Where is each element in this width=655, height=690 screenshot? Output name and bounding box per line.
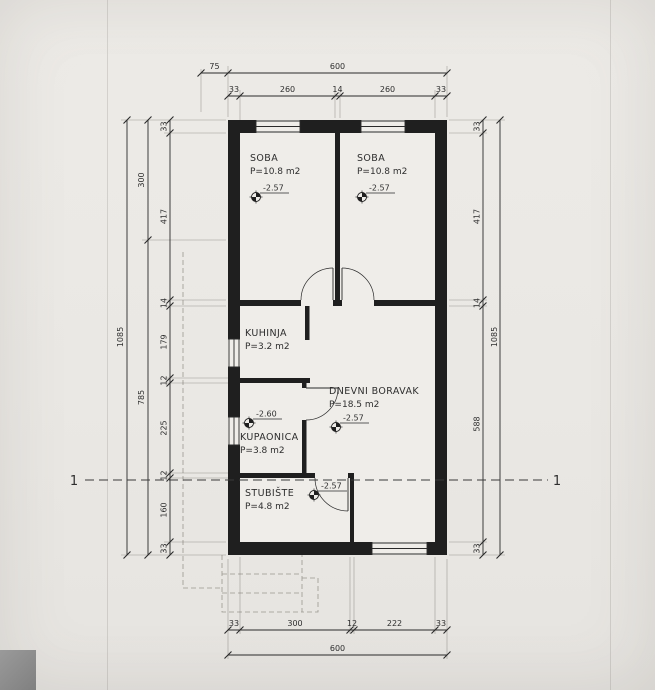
room-area: P=18.5 m2 (329, 400, 379, 410)
dim-left-mid: 300 785 (137, 116, 152, 559)
dim-label: 14 (160, 298, 169, 308)
level-marker-icon: -2.60 (242, 410, 282, 430)
room-area: P=10.8 m2 (250, 167, 300, 177)
room-area: P=10.8 m2 (357, 167, 407, 177)
dim-label: 33 (473, 543, 482, 553)
room-area: P=3.2 m2 (245, 342, 290, 352)
dim-label: 33 (160, 543, 169, 553)
room-label-stubiste: STUBIŠTE P=4.8 m2 (245, 487, 294, 512)
level-value: -2.57 (369, 184, 390, 193)
window-kuhinja (228, 338, 240, 368)
dim-label: 33 (473, 121, 482, 131)
dim-label: 33 (436, 85, 446, 94)
dim-label: 1085 (116, 327, 125, 347)
dim-label: 600 (330, 644, 345, 653)
tick-marks (224, 92, 451, 100)
dim-label: 12 (160, 470, 169, 480)
level-value: -2.57 (321, 482, 342, 491)
window-soba-right (360, 120, 406, 133)
dim-top-primary: 75 600 (197, 62, 451, 77)
extension-lines (121, 66, 505, 659)
doors (300, 267, 375, 512)
tick-marks (224, 626, 451, 634)
paper-fold-line (107, 0, 108, 690)
window-soba-left (255, 120, 301, 133)
tick-marks (197, 69, 451, 77)
room-name: KUHINJA (245, 328, 287, 339)
dim-label: 33 (229, 619, 239, 628)
room-name: KUPAONICA (240, 432, 299, 443)
section-label-left: 1 (70, 474, 78, 489)
dim-label: 300 (137, 172, 146, 187)
dim-left-inner: 33 417 14 179 12 225 12 160 33 (160, 116, 174, 559)
dim-label: 417 (473, 209, 482, 224)
dim-left-outer: 1085 (116, 116, 131, 559)
tick-marks (479, 116, 487, 559)
tick-marks (166, 116, 174, 559)
dim-label: 12 (347, 619, 357, 628)
dim-label: 14 (473, 298, 482, 308)
dim-label: 785 (137, 390, 146, 405)
room-label-dnevni-boravak: DNEVNI BORAVAK P=18.5 m2 (329, 386, 419, 410)
level-marker-icon: -2.57 (355, 184, 395, 204)
room-label-kuhinja: KUHINJA P=3.2 m2 (245, 328, 290, 352)
level-marker-icon: -2.57 (249, 184, 289, 204)
room-name: DNEVNI BORAVAK (329, 386, 419, 397)
dim-label: 179 (160, 334, 169, 349)
dim-label: 260 (380, 85, 395, 94)
tick-marks (123, 116, 131, 559)
room-label-soba-left: SOBA P=10.8 m2 (250, 153, 300, 177)
tick-marks (224, 651, 451, 659)
window-dnevni (371, 542, 428, 555)
section-line: 1 1 (70, 474, 561, 489)
dim-label: 417 (160, 209, 169, 224)
dim-label: 1085 (490, 327, 499, 347)
dim-label: 222 (387, 619, 402, 628)
tick-marks (144, 116, 152, 559)
paper-fold-line (610, 0, 611, 690)
level-value: -2.57 (263, 184, 284, 193)
dim-label: 12 (160, 375, 169, 385)
room-name: SOBA (250, 153, 278, 164)
room-label-kupaonica: KUPAONICA P=3.8 m2 (240, 432, 299, 456)
window-kupaonica (228, 416, 240, 446)
dim-bottom-primary: 600 (224, 644, 451, 659)
room-name: SOBA (357, 153, 385, 164)
dim-label: 300 (287, 619, 302, 628)
dim-label: 75 (209, 62, 219, 71)
windows (228, 120, 428, 555)
room-area: P=4.8 m2 (245, 502, 290, 512)
room-name: STUBIŠTE (245, 487, 294, 499)
section-label-right: 1 (553, 474, 561, 489)
dim-bottom-secondary: 33 300 12 222 33 (224, 619, 451, 634)
dim-label: 33 (436, 619, 446, 628)
dim-right-inner: 33 417 14 588 33 (473, 116, 487, 559)
dim-right-outer: 1085 (490, 116, 504, 559)
scan-corner-artifact (0, 650, 36, 690)
room-label-soba-right: SOBA P=10.8 m2 (357, 153, 407, 177)
dim-label: 225 (160, 420, 169, 435)
level-marker-icon: -2.57 (329, 414, 369, 434)
roof-overhang-dashed-line (182, 252, 222, 589)
exterior-stairs-dashed (221, 555, 319, 613)
dim-label: 160 (160, 502, 169, 517)
dim-label: 260 (280, 85, 295, 94)
level-value: -2.60 (256, 410, 277, 419)
dim-label: 33 (229, 85, 239, 94)
room-area: P=3.8 m2 (240, 446, 285, 456)
level-marker-icon: -2.57 (307, 482, 347, 502)
dim-top-secondary: 33 260 14 260 33 (224, 85, 451, 100)
tick-marks (496, 116, 504, 559)
level-value: -2.57 (343, 414, 364, 423)
dim-label: 588 (473, 416, 482, 431)
dim-label: 600 (330, 62, 345, 71)
dim-label: 33 (160, 121, 169, 131)
dim-label: 14 (332, 85, 342, 94)
